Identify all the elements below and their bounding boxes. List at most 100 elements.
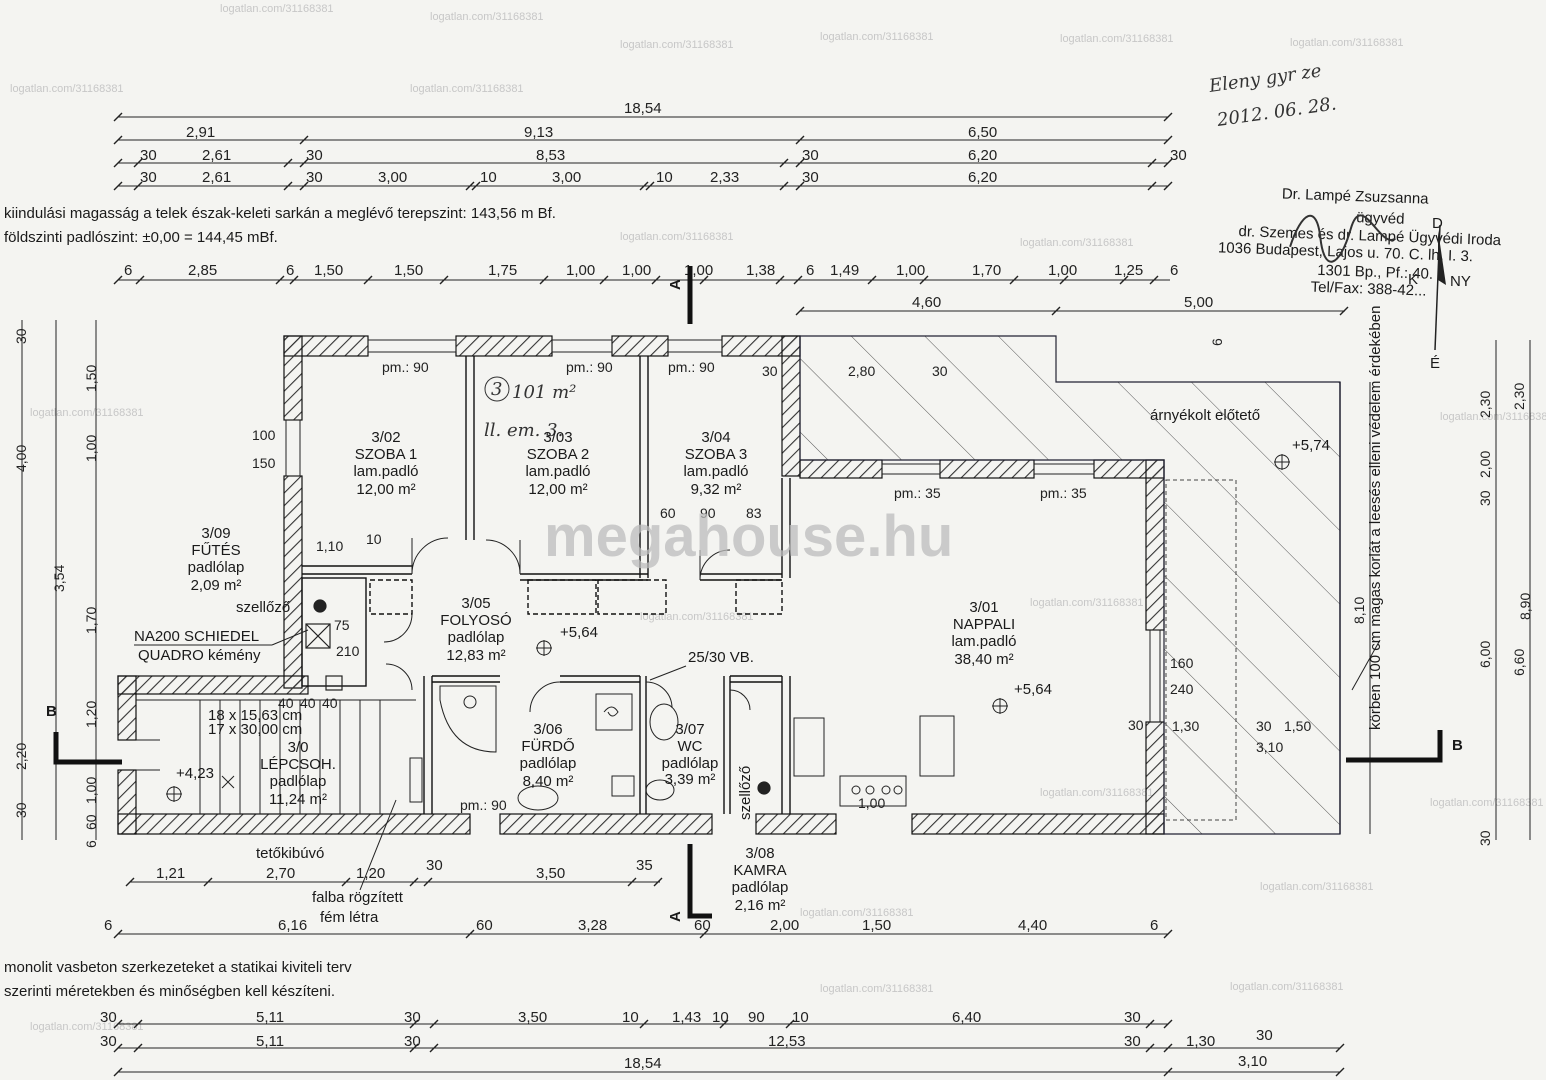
section-mark-a-bottom: A [667, 911, 684, 922]
svg-text:KAMRA: KAMRA [733, 862, 786, 879]
railing-note: körben 100 cm magas korlát a leesés elle… [1367, 306, 1384, 730]
top-dimension-labels: 18,54 2,91 9,13 6,50 30 2,61 30 8,53 30 … [140, 100, 1187, 186]
room-szoba-2: 3/03 SZOBA 2 lam.padló 12,00 m² [525, 429, 590, 498]
dim-label: 6 [104, 917, 112, 934]
watermark-stamp: logatlan.com/31168381 [620, 231, 734, 243]
dim-label: 6,20 [968, 169, 997, 186]
dim-label: 2,00 [1477, 451, 1493, 478]
watermark-stamp: logatlan.com/31168381 [620, 39, 734, 51]
dim-label: 1,30 [1186, 1033, 1215, 1050]
dim-label: 9,13 [524, 124, 553, 141]
dim-label: 3,50 [518, 1009, 547, 1026]
dim-label: 4,00 [13, 445, 29, 472]
svg-text:pm.: 90: pm.: 90 [382, 359, 429, 375]
watermark-stamp: logatlan.com/31168381 [1040, 787, 1154, 799]
watermark-stamp: logatlan.com/31168381 [30, 1021, 144, 1033]
dim-label: 3,50 [536, 865, 565, 882]
dim-label: 1,00 [622, 262, 651, 279]
dim-label: 60 [83, 814, 99, 830]
terrace-area [799, 335, 1341, 835]
svg-text:3: 3 [491, 379, 502, 400]
watermark-stamp: logatlan.com/31168381 [1430, 797, 1544, 809]
dim-label: 6,20 [968, 147, 997, 164]
svg-text:210: 210 [336, 643, 360, 659]
handwritten-memo: 3 101 m² ll. em. 3. [484, 376, 576, 441]
watermark-stamp: logatlan.com/31168381 [1440, 411, 1546, 423]
dim-label: 1,00 [566, 262, 595, 279]
svg-text:NAPPALI: NAPPALI [953, 616, 1015, 633]
stamp-name: Dr. Lampé Zsuzsanna [1282, 186, 1430, 208]
room-kamra: 3/08 KAMRA padlólap 2,16 m² [732, 845, 789, 914]
svg-text:3/02: 3/02 [371, 429, 400, 446]
svg-text:240: 240 [1170, 681, 1194, 697]
dim-label: 6 [806, 262, 814, 279]
dim-label: 10 [656, 169, 673, 186]
svg-text:padlólap: padlólap [520, 755, 577, 772]
dim-label: 1,00 [896, 262, 925, 279]
svg-text:FÜRDŐ: FÜRDŐ [521, 737, 574, 755]
dim-label: 60 [694, 917, 711, 934]
dim-label: 2,91 [186, 124, 215, 141]
svg-text:3/09: 3/09 [201, 525, 230, 542]
dim-label: 30 [1124, 1033, 1141, 1050]
svg-text:3/07: 3/07 [675, 721, 704, 738]
dim-label: 6,00 [1477, 641, 1493, 668]
dim-label: 1,20 [83, 701, 99, 728]
dim-label: 2,33 [710, 169, 739, 186]
svg-text:160: 160 [1170, 655, 1194, 671]
dim-label: 30 [404, 1033, 421, 1050]
svg-text:pm.: 35: pm.: 35 [894, 485, 941, 501]
watermark-stamp: logatlan.com/31168381 [220, 3, 334, 15]
vent-label: szellőző [236, 599, 290, 616]
dim-label: 1,70 [972, 262, 1001, 279]
dim-label: 30 [1477, 830, 1493, 846]
room-wc: 3/07 WC padlólap 3,39 m² [662, 721, 719, 788]
svg-text:3,39 m²: 3,39 m² [665, 771, 716, 788]
dim-label: 18,54 [624, 100, 662, 117]
handwritten-date: 2012. 06. 28. [1215, 93, 1338, 131]
watermark-stamp: logatlan.com/31168381 [800, 907, 914, 919]
dim-label: 30 [426, 857, 443, 874]
svg-text:2,16 m²: 2,16 m² [735, 897, 786, 914]
room-lepcsohaz: 3/0 LÉPCSOH. padlólap 11,24 m² [260, 739, 336, 808]
dim-label: 1,00 [83, 777, 99, 804]
watermark-stamp: logatlan.com/31168381 [820, 31, 934, 43]
section-markers: B B A A [46, 266, 1463, 922]
dim-label: 30 [404, 1009, 421, 1026]
svg-text:SZOBA 3: SZOBA 3 [685, 446, 748, 463]
svg-text:FOLYOSÓ: FOLYOSÓ [440, 612, 511, 629]
ladder-label: fém létra [320, 909, 379, 926]
watermark-stamps: logatlan.com/31168381 logatlan.com/31168… [10, 3, 1546, 1033]
dim-label: 8,10 [1351, 597, 1367, 624]
svg-text:pm.: 90: pm.: 90 [668, 359, 715, 375]
svg-text:83: 83 [746, 505, 762, 521]
dim-label: 4,40 [1018, 917, 1047, 934]
north-arrow: D É K NY [1408, 215, 1471, 372]
dim-label: 6 [124, 262, 132, 279]
svg-text:padlólap: padlólap [662, 755, 719, 772]
dim-label: 6,50 [968, 124, 997, 141]
watermark-stamp: logatlan.com/31168381 [640, 611, 754, 623]
svg-text:3/01: 3/01 [969, 599, 998, 616]
handwritten-signature: Eleny gyr ze [1207, 60, 1323, 97]
left-dimension-labels: 30 1,50 1,00 4,00 3,54 1,70 1,20 2,20 1,… [13, 328, 99, 848]
svg-text:3/05: 3/05 [461, 595, 490, 612]
dim-label: 2,85 [188, 262, 217, 279]
dim-label: 2,61 [202, 147, 231, 164]
dim-label: 1,21 [156, 865, 185, 882]
watermark-stamp: logatlan.com/31168381 [1230, 981, 1344, 993]
dim-label: 2,00 [770, 917, 799, 934]
watermark-stamp: logatlan.com/31168381 [30, 407, 144, 419]
lower-dimension-chain [125, 877, 663, 887]
dim-label: 30 [140, 147, 157, 164]
svg-text:100: 100 [252, 427, 276, 443]
level-label: +4,23 [176, 765, 214, 782]
svg-text:12,83 m²: 12,83 m² [446, 647, 505, 664]
dim-label: 30 [306, 147, 323, 164]
svg-text:lam.padló: lam.padló [951, 633, 1016, 650]
dim-label: 1,25 [1114, 262, 1143, 279]
svg-text:2,80: 2,80 [848, 363, 875, 379]
dim-label: 1,70 [83, 607, 99, 634]
dim-label: 30 [802, 147, 819, 164]
dim-label: 6 [286, 262, 294, 279]
